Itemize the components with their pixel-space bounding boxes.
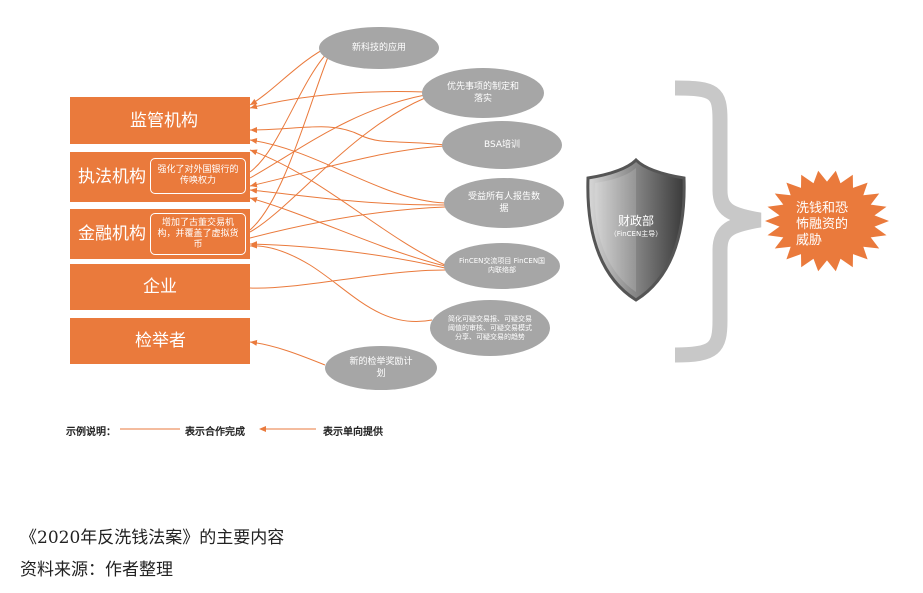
shield-icon <box>586 157 686 302</box>
priorities-label: 优先事项的制定和落实 <box>446 82 519 104</box>
bsa-training-label: BSA培训 <box>483 140 521 150</box>
beneficial-ownership-label: 受益所有人报告数据 <box>467 192 540 214</box>
regulators-label: 监管机构 <box>130 111 198 131</box>
financial-note: 增加了古董交易机构，并覆盖了虚拟货币 <box>150 213 246 255</box>
whistle-reward-label: 新的检举奖励计划 <box>349 357 413 379</box>
treasury-shield: 财政部 （FinCEN主导） <box>596 212 676 239</box>
fincen-exchange-node: FinCEN交流项目 FinCEN国内联络部 <box>444 243 560 289</box>
bsa-training-node: BSA培训 <box>442 121 562 169</box>
shield-title: 财政部 <box>617 214 654 228</box>
beneficial-ownership-node: 受益所有人报告数据 <box>444 178 564 228</box>
law-enforcement-label: 执法机构 <box>78 167 146 187</box>
enterprises-box: 企业 <box>70 264 250 310</box>
tech-application-label: 新科技的应用 <box>351 43 406 53</box>
connection-lines <box>120 45 446 432</box>
figure-source: 资料来源：作者整理 <box>20 560 173 580</box>
financial-label: 金融机构 <box>78 224 146 244</box>
legend-one-way: 表示单向提供 <box>323 427 383 438</box>
legend-cooperation: 表示合作完成 <box>185 427 245 438</box>
law-enforcement-box: 执法机构 强化了对外国银行的传唤权力 <box>70 152 250 202</box>
financial-institutions-box: 金融机构 增加了古董交易机构，并覆盖了虚拟货币 <box>70 209 250 259</box>
fincen-exchange-label: FinCEN交流项目 FinCEN国内联络部 <box>458 257 546 274</box>
brace-shape <box>674 80 762 363</box>
enterprises-label: 企业 <box>143 277 177 297</box>
whistleblowers-box: 检举者 <box>70 318 250 364</box>
priorities-node: 优先事项的制定和落实 <box>422 68 544 118</box>
threat-label: 洗钱和恐怖融资的威胁 <box>796 201 849 248</box>
sar-label: 简化可疑交易报、可疑交易阈值的审核、可疑交易模式分享、可疑交易的趋势 <box>448 314 532 341</box>
figure-title: 《2020年反洗钱法案》的主要内容 <box>20 528 285 548</box>
sar-node: 简化可疑交易报、可疑交易阈值的审核、可疑交易模式分享、可疑交易的趋势 <box>430 300 550 356</box>
law-enforcement-note: 强化了对外国银行的传唤权力 <box>150 158 246 194</box>
legend-label: 示例说明： <box>66 427 116 438</box>
tech-application-node: 新科技的应用 <box>319 27 439 69</box>
regulators-box: 监管机构 <box>70 97 250 144</box>
shield-subtitle: （FinCEN主导） <box>609 230 663 238</box>
whistle-reward-node: 新的检举奖励计划 <box>325 346 437 390</box>
whistleblowers-label: 检举者 <box>135 331 186 351</box>
starburst-shape <box>765 170 889 272</box>
